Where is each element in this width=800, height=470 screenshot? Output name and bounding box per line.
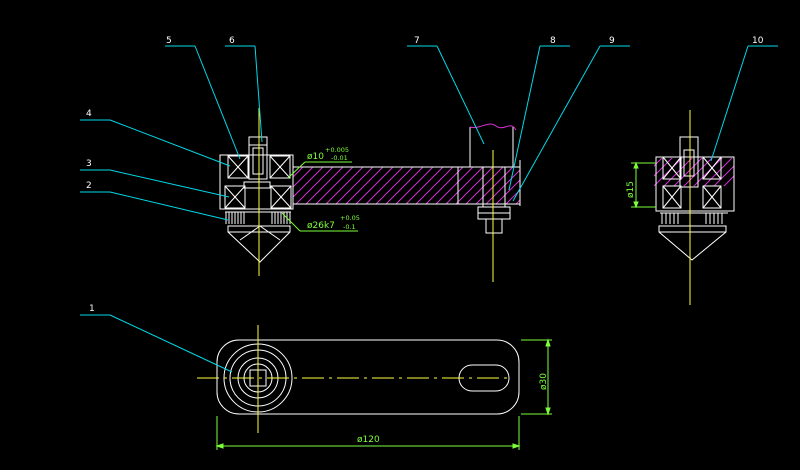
top-dims: [215, 338, 552, 450]
bearing-dim-upper: +0.05: [340, 214, 360, 222]
hatched-arm-section: [292, 166, 459, 205]
tolerance-leaders: [281, 161, 358, 232]
bearing-set: [224, 155, 292, 209]
pin: [248, 136, 268, 180]
callout-label-5: 5: [166, 36, 172, 46]
bearing-dim-base: ø26k7: [307, 221, 335, 231]
width-dim-label: ø30: [539, 373, 549, 390]
bore-dim-upper: +0.005: [325, 146, 349, 154]
boss-housing: [219, 154, 294, 210]
bore-dim-lower: -0.01: [331, 154, 348, 162]
bearing-dim-lower: -0.1: [343, 223, 356, 231]
spring-comb: [225, 211, 291, 224]
top-centerlines: [197, 325, 512, 433]
callout-label-10: 10: [752, 36, 764, 46]
callout-leaders: [80, 45, 778, 373]
callout-label-2: 2: [86, 181, 92, 191]
conical-tip: [227, 225, 291, 263]
callout-label-6: 6: [229, 36, 235, 46]
callout-label-8: 8: [550, 36, 556, 46]
callout-label-4: 4: [86, 109, 92, 119]
callout-label-3: 3: [86, 159, 92, 169]
callout-label-1: 1: [89, 304, 95, 314]
upright-post: [469, 127, 514, 167]
plate-outline: [216, 339, 520, 415]
length-dim-label: ø120: [357, 435, 380, 445]
callout-label-9: 9: [609, 36, 615, 46]
side-dim: [631, 161, 656, 209]
front-view: [219, 123, 521, 263]
side-dim-label: ø15: [626, 181, 636, 198]
bore-dim-base: ø10: [307, 152, 324, 162]
side-view: [654, 136, 735, 261]
front-centerlines: [258, 108, 494, 282]
callout-label-7: 7: [414, 36, 420, 46]
